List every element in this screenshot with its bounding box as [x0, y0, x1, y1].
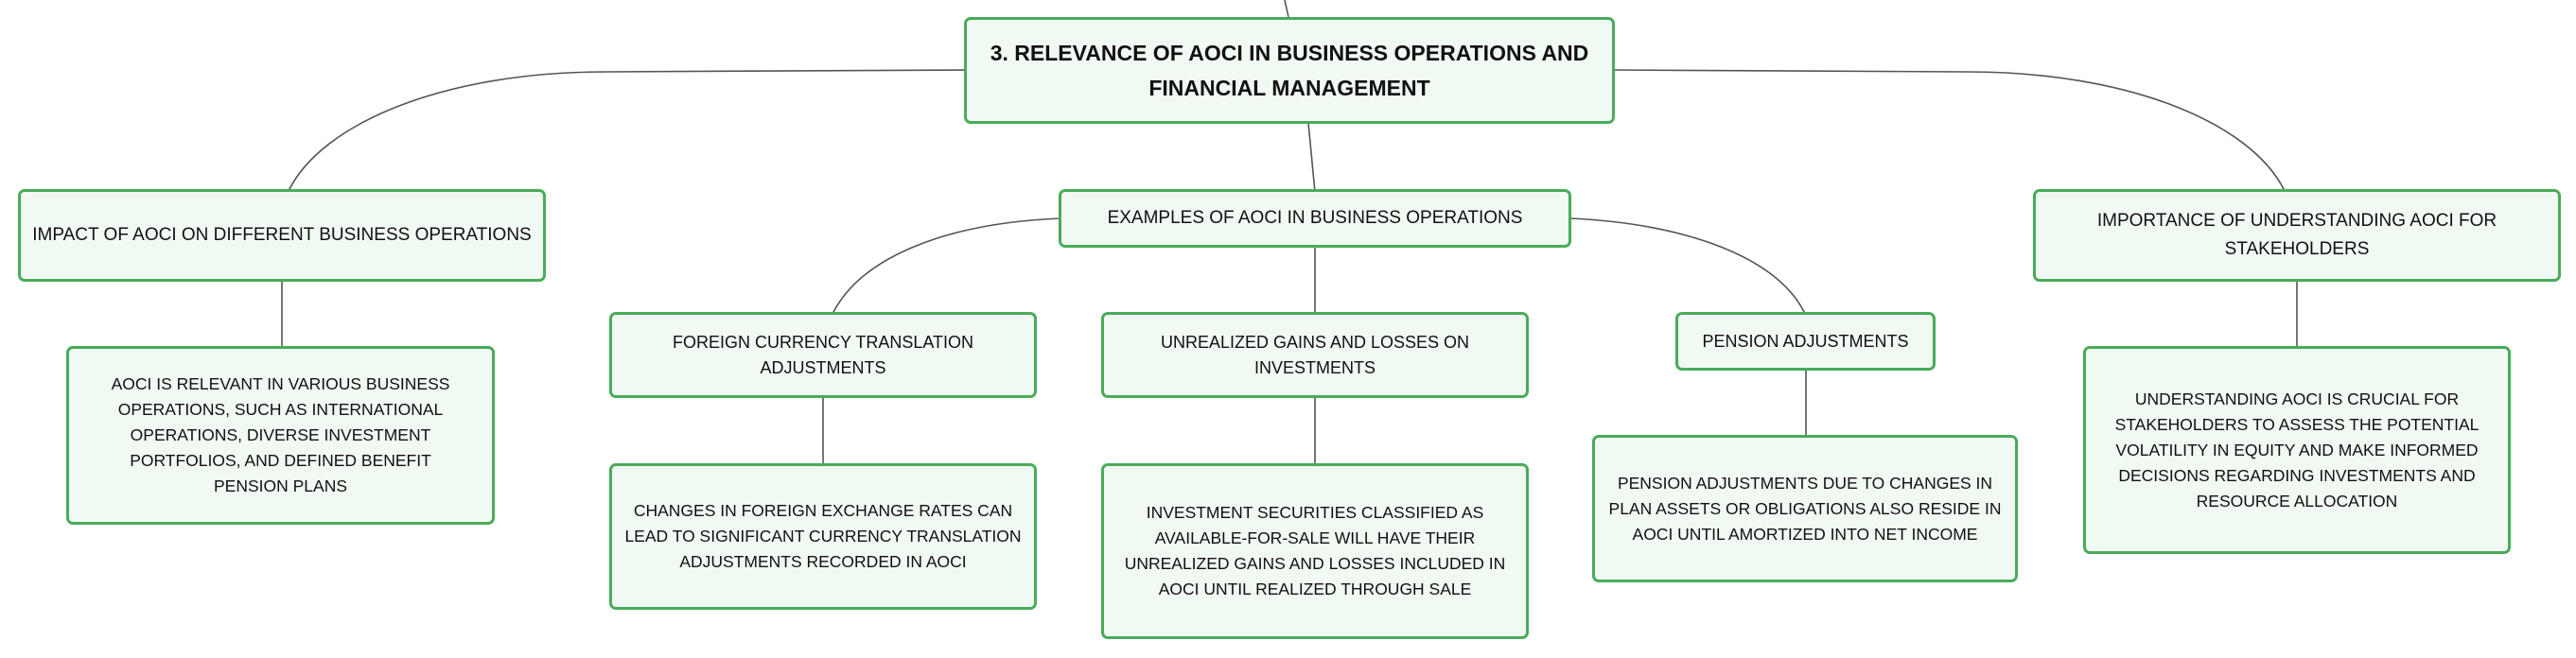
pension-topic-label: Pension Adjustments	[1702, 331, 1909, 351]
examples-topic-node[interactable]: Examples of AOCI in Business Operations	[1059, 189, 1571, 248]
pension-detail-node[interactable]: Pension adjustments due to changes in pl…	[1592, 435, 2018, 582]
impact-topic-node[interactable]: Impact of AOCI on Different Business Ope…	[18, 189, 546, 282]
pension-topic-node[interactable]: Pension Adjustments	[1675, 312, 1936, 371]
foreign-currency-detail-node[interactable]: Changes in foreign exchange rates can le…	[609, 463, 1037, 610]
importance-topic-node[interactable]: Importance of Understanding AOCI for Sta…	[2033, 189, 2561, 282]
importance-detail-node[interactable]: Understanding AOCI is crucial for stakeh…	[2083, 346, 2511, 554]
connector-root-to-impact	[288, 69, 967, 192]
connector-root-to-examples	[1307, 122, 1316, 193]
unrealized-gains-topic-node[interactable]: Unrealized Gains and Losses on Investmen…	[1101, 312, 1529, 398]
connector-examples-to-foreign-currency	[832, 217, 1061, 315]
foreign-currency-topic-label: Foreign Currency Translation Adjustments	[672, 332, 974, 377]
impact-detail-node[interactable]: AOCI is relevant in various business ope…	[66, 346, 495, 525]
importance-topic-label: Importance of Understanding AOCI for Sta…	[2096, 211, 2497, 259]
examples-topic-label: Examples of AOCI in Business Operations	[1107, 208, 1523, 228]
root-topic-node[interactable]: 3. Relevance of AOCI in Business Operati…	[964, 17, 1615, 124]
pension-detail-text: Pension adjustments due to changes in pl…	[1608, 473, 2002, 544]
connector-root-incoming	[1284, 0, 1289, 18]
importance-detail-text: Understanding AOCI is crucial for stakeh…	[2114, 389, 2480, 511]
unrealized-gains-detail-text: Investment securities classified as avai…	[1124, 503, 1506, 598]
unrealized-gains-detail-node[interactable]: Investment securities classified as avai…	[1101, 463, 1529, 639]
foreign-currency-topic-node[interactable]: Foreign Currency Translation Adjustments	[609, 312, 1037, 398]
impact-topic-label: Impact of AOCI on Different Business Ope…	[32, 225, 532, 245]
root-topic-label: 3. Relevance of AOCI in Business Operati…	[990, 40, 1589, 100]
foreign-currency-detail-text: Changes in foreign exchange rates can le…	[624, 501, 1022, 571]
impact-detail-text: AOCI is relevant in various business ope…	[111, 374, 450, 495]
connector-examples-to-pension	[1568, 217, 1806, 315]
unrealized-gains-topic-label: Unrealized Gains and Losses on Investmen…	[1160, 332, 1470, 377]
connector-root-to-importance	[1612, 69, 2286, 192]
